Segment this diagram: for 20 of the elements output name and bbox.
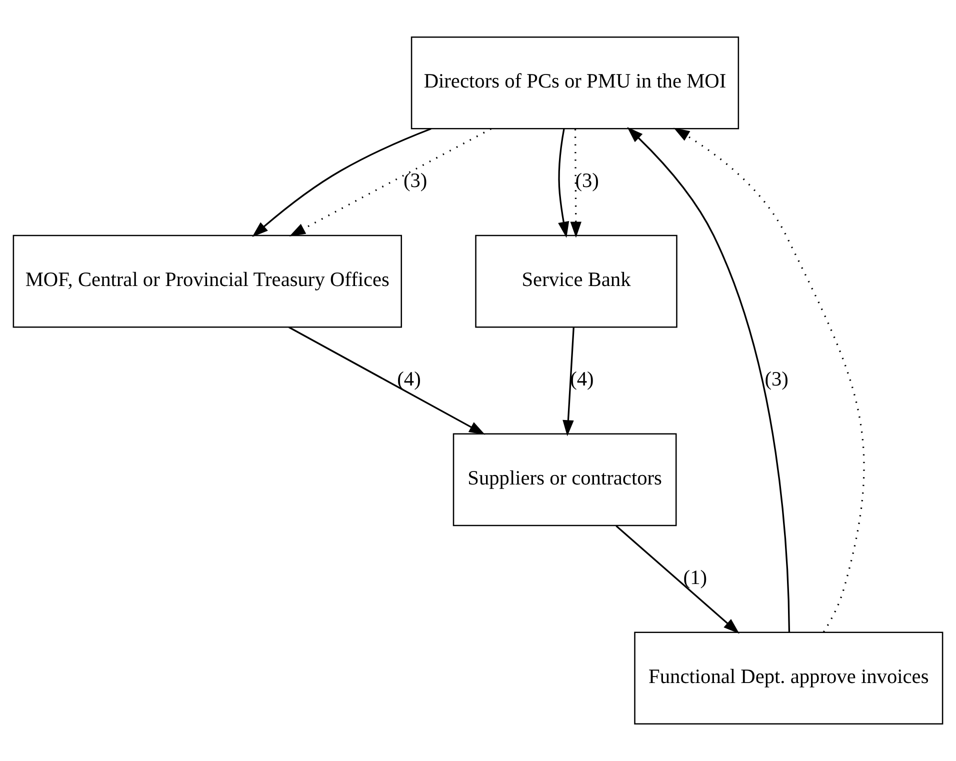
edge-label: (3): [575, 170, 599, 192]
node-box: MOF, Central or Provincial Treasury Offices: [12, 234, 402, 328]
arrow: [674, 128, 865, 632]
edge-label: (1): [683, 566, 708, 589]
node-box: Suppliers or contractors: [452, 433, 677, 526]
edge-label: (4): [397, 368, 421, 390]
arrow: [616, 525, 740, 634]
edge-label: (3): [403, 170, 428, 192]
arrow: [570, 129, 582, 238]
edge-label: (4): [570, 368, 594, 390]
arrow: [289, 128, 492, 236]
arrow: [252, 128, 432, 237]
edge-label: (3): [764, 368, 788, 390]
arrow: [558, 128, 570, 238]
node-box: Directors of PCs or PMU in the MOI: [410, 36, 740, 130]
arrow: [562, 327, 574, 436]
node-box: Functional Dept. approve invoices: [634, 632, 944, 725]
arrow: [288, 326, 486, 435]
arrow: [627, 127, 790, 632]
node-box: Service Bank: [475, 234, 678, 328]
